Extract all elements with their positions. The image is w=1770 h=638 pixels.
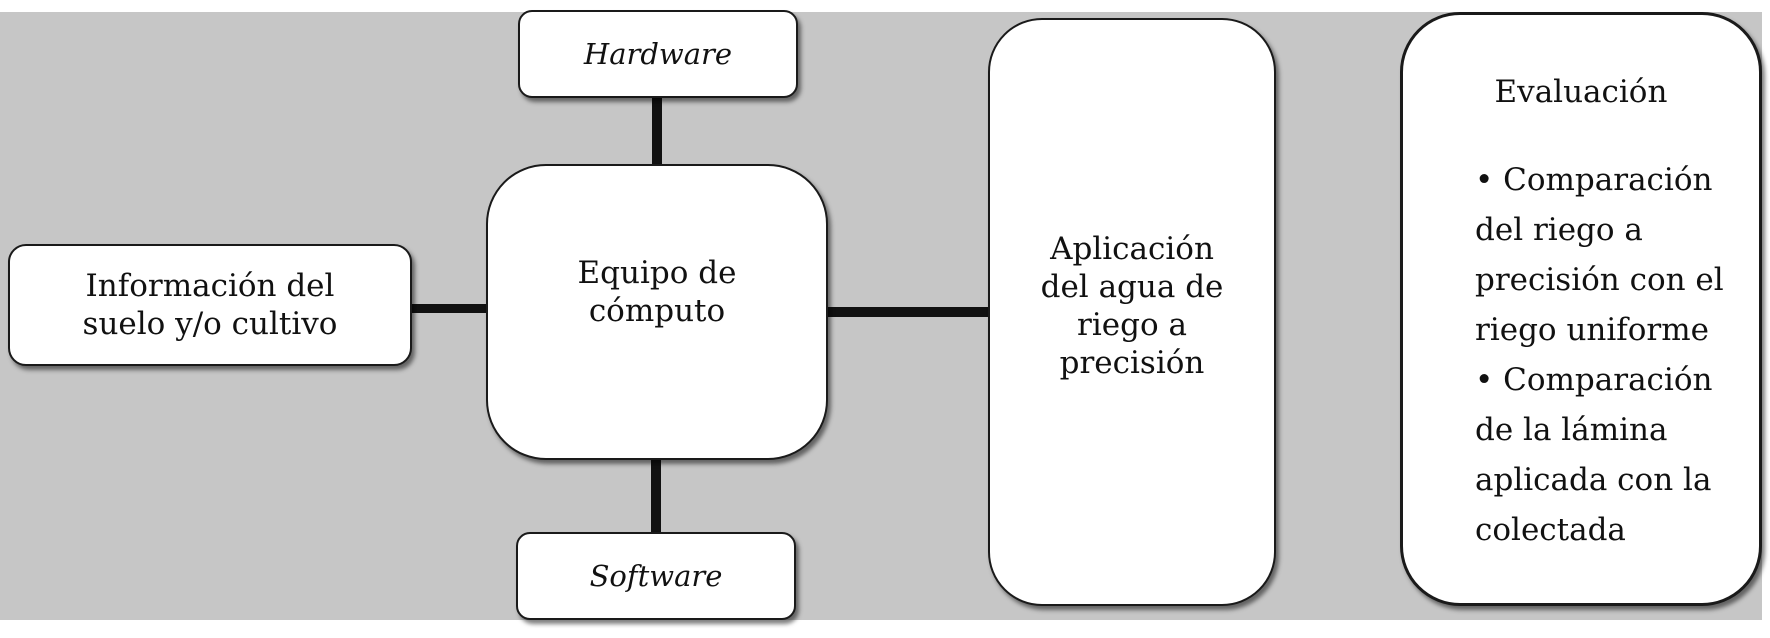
evaluacion-list: • Comparación del riego a precisión con … [1475, 155, 1725, 555]
evaluacion-line: del riego a [1475, 212, 1643, 248]
hardware-label: Hardware [583, 37, 733, 71]
software-box: Software [516, 532, 796, 620]
aplicacion-line-3: riego a [1077, 307, 1187, 343]
connector-equipo-software [651, 458, 661, 534]
hardware-box: Hardware [518, 10, 798, 98]
connector-info-equipo [410, 304, 490, 313]
info-line-1: Información del [85, 268, 335, 304]
info-suelo-box: Información del suelo y/o cultivo [8, 244, 412, 366]
info-suelo-text: Información del suelo y/o cultivo [83, 267, 338, 343]
equipo-line-2: cómputo [588, 293, 726, 329]
aplicacion-text: Aplicación del agua de riego a precisión [1041, 230, 1224, 382]
evaluacion-line: de la lámina [1475, 412, 1668, 448]
equipo-computo-box: Equipo de cómputo [486, 164, 828, 460]
evaluacion-line: • Comparación [1475, 162, 1713, 198]
evaluacion-line: • Comparación [1475, 362, 1713, 398]
evaluacion-title: Evaluación [1494, 74, 1668, 110]
equipo-computo-text: Equipo de cómputo [578, 254, 737, 330]
info-line-2: suelo y/o cultivo [82, 306, 338, 342]
aplicacion-line-2: del agua de [1040, 269, 1224, 305]
equipo-line-1: Equipo de [577, 255, 737, 291]
evaluacion-line: aplicada con la [1475, 462, 1712, 498]
connector-equipo-aplicacion [826, 307, 990, 317]
aplicacion-line-1: Aplicación [1050, 231, 1214, 267]
evaluacion-line: riego uniforme [1475, 312, 1709, 348]
evaluacion-line: precisión con el [1475, 262, 1724, 298]
connector-hardware-equipo [652, 96, 662, 166]
evaluacion-box: Evaluación • Comparación del riego a pre… [1400, 12, 1762, 606]
evaluacion-line: colectada [1475, 512, 1626, 548]
aplicacion-line-4: precisión [1059, 345, 1205, 381]
software-label: Software [589, 559, 723, 593]
aplicacion-box: Aplicación del agua de riego a precisión [988, 18, 1276, 606]
